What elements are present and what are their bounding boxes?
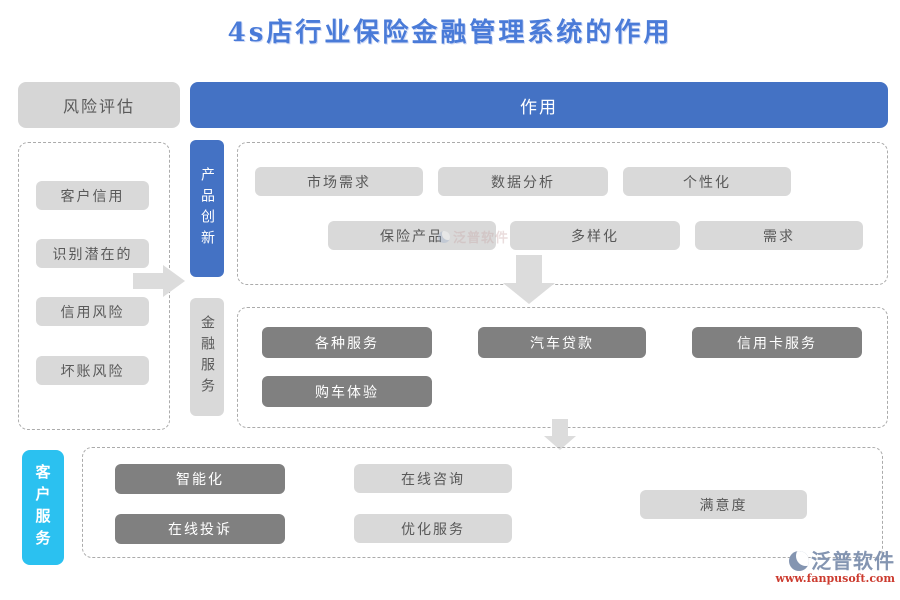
finance-box-various-services: 各种服务 <box>262 327 432 358</box>
customer-box-optimize-service: 优化服务 <box>354 514 512 543</box>
vendor-logo: 泛普软件 www.fanpusoft.com <box>760 551 895 584</box>
finance-box-car-loan: 汽车贷款 <box>478 327 646 358</box>
vendor-logo-url: www.fanpusoft.com <box>775 572 895 585</box>
vendor-logo-icon <box>789 551 809 571</box>
lane-product-innovation: 产品创新 <box>190 140 224 277</box>
risk-item-credit-risk: 信用风险 <box>36 297 149 326</box>
product-box-personalization: 个性化 <box>623 167 791 196</box>
risk-item-bad-debt-risk: 坏账风险 <box>36 356 149 385</box>
customer-box-intelligent: 智能化 <box>115 464 285 494</box>
risk-item-customer-credit: 客户信用 <box>36 181 149 210</box>
main-header-bar: 作用 <box>190 82 888 128</box>
finance-box-credit-card-service: 信用卡服务 <box>692 327 862 358</box>
product-box-demand: 需求 <box>695 221 863 250</box>
finance-box-car-buying-experience: 购车体验 <box>262 376 432 407</box>
product-box-market-demand: 市场需求 <box>255 167 423 196</box>
risk-assessment-header: 风险评估 <box>18 82 180 128</box>
section-product-innovation <box>237 142 888 285</box>
customer-box-online-consultation: 在线咨询 <box>354 464 512 493</box>
customer-box-satisfaction: 满意度 <box>640 490 807 519</box>
vendor-logo-name: 泛普软件 <box>811 549 895 573</box>
lane-financial-service: 金融服务 <box>190 298 224 416</box>
page-title: 4s店行业保险金融管理系统的作用 <box>227 18 673 48</box>
risk-item-identify-potential: 识别潜在的 <box>36 239 149 268</box>
product-box-diversification: 多样化 <box>510 221 680 250</box>
lane-customer-service: 客户服务 <box>22 450 64 565</box>
section-financial-service <box>237 307 888 428</box>
product-box-insurance-product: 保险产品 <box>328 221 496 250</box>
product-box-data-analysis: 数据分析 <box>438 167 608 196</box>
section-customer-service <box>82 447 883 558</box>
customer-box-online-complaint: 在线投诉 <box>115 514 285 544</box>
